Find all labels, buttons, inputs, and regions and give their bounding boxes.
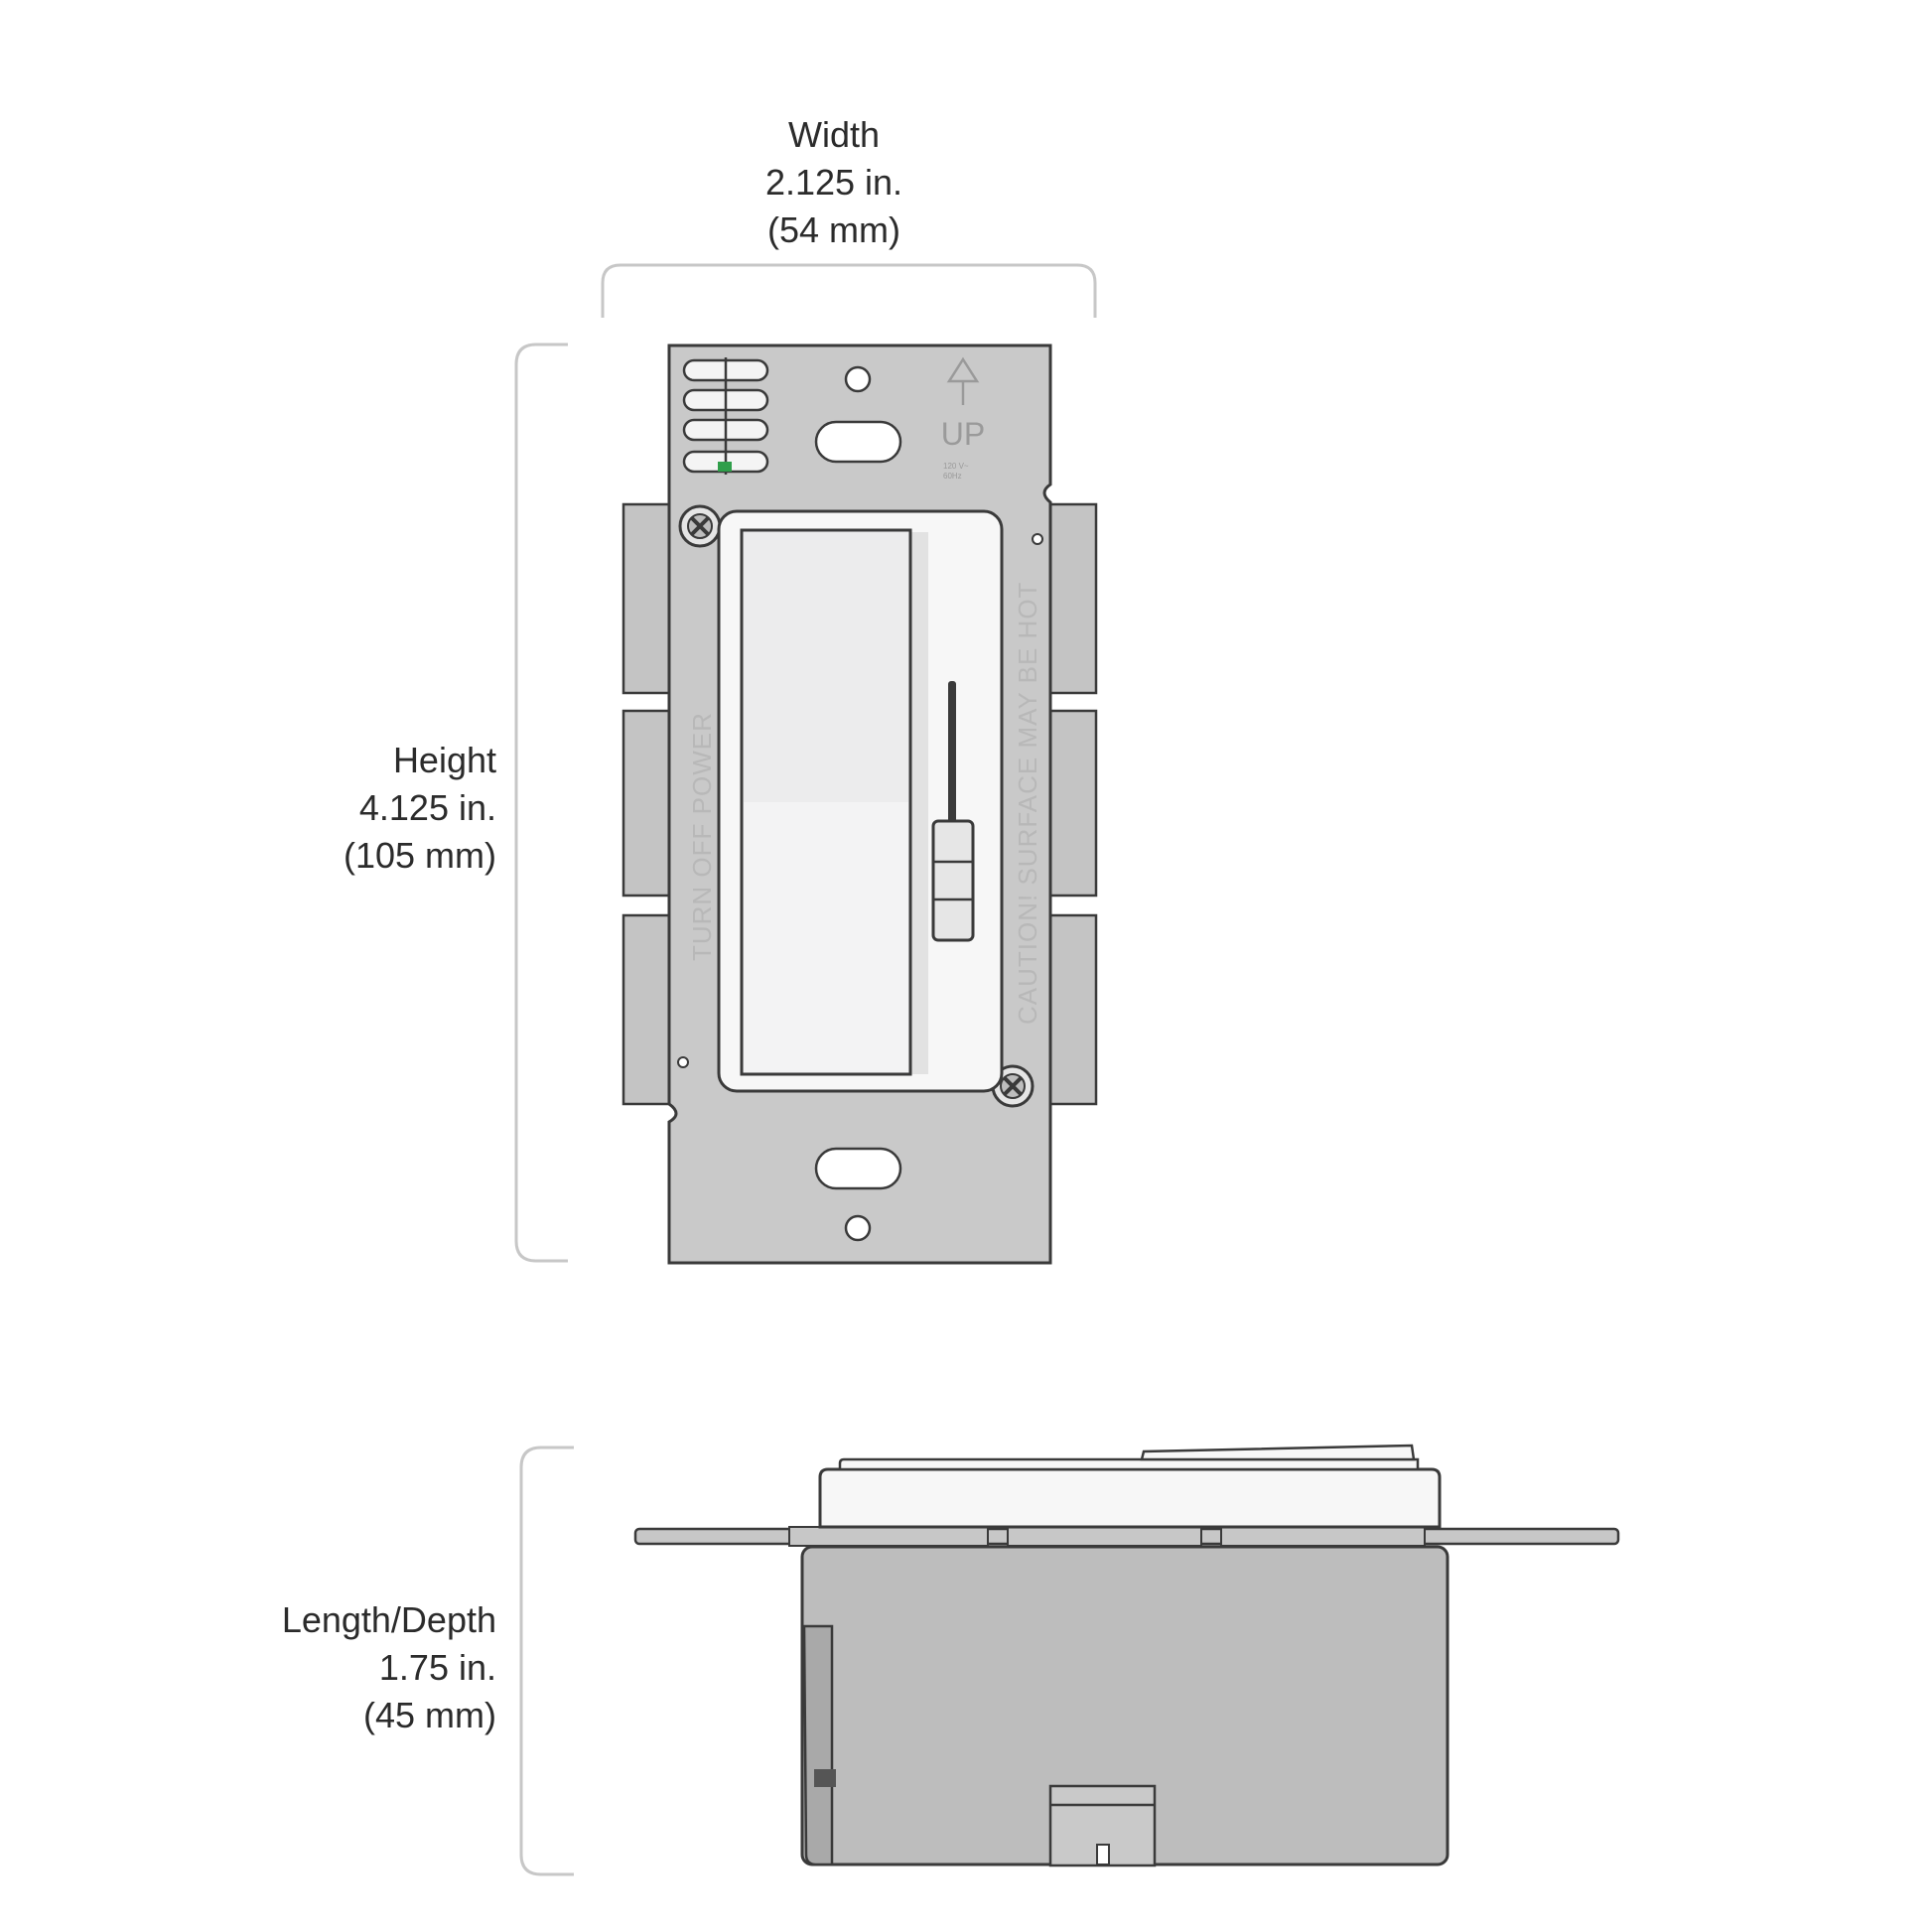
height-bracket xyxy=(514,343,568,1263)
side-slider xyxy=(1140,1444,1416,1461)
depth-imperial: 1.75 in. xyxy=(378,1647,496,1688)
height-metric: (105 mm) xyxy=(343,835,496,876)
top-screw-hole xyxy=(844,365,872,393)
terminal-block xyxy=(1048,1784,1157,1867)
width-title: Width xyxy=(787,114,881,155)
top-mounting-slot xyxy=(814,420,902,464)
rating-marking-2: 60Hz xyxy=(943,472,962,481)
up-marking: UP xyxy=(941,416,985,452)
top-left-screw-icon xyxy=(678,504,722,548)
side-clip-tab xyxy=(814,1769,836,1787)
paddle-lower-half xyxy=(744,802,908,1072)
front-view: UP 120 V~ 60Hz TURN OFF POWER CAUTION! S… xyxy=(621,344,1098,1265)
right-vertical-marking: CAUTION! SURFACE MAY BE HOT xyxy=(1013,582,1042,1025)
side-face xyxy=(818,1467,1442,1529)
depth-dimension-label: Length/Depth 1.75 in. (45 mm) xyxy=(149,1596,496,1739)
bottom-screw-hole xyxy=(844,1214,872,1242)
width-metric: (54 mm) xyxy=(767,209,900,250)
width-bracket xyxy=(601,263,1097,318)
indicator-light xyxy=(718,462,732,472)
slider-track xyxy=(948,681,956,830)
depth-title: Length/Depth xyxy=(281,1599,496,1640)
left-vertical-marking: TURN OFF POWER xyxy=(687,712,717,961)
width-dimension-label: Width 2.125 in. (54 mm) xyxy=(685,111,983,254)
side-clip xyxy=(802,1624,834,1866)
height-title: Height xyxy=(392,740,496,780)
rivet-right xyxy=(1032,533,1043,545)
depth-metric: (45 mm) xyxy=(363,1695,496,1735)
height-dimension-label: Height 4.125 in. (105 mm) xyxy=(199,737,496,880)
side-view xyxy=(633,1444,1620,1867)
side-paddle xyxy=(838,1457,1420,1471)
rating-marking-1: 120 V~ xyxy=(943,462,969,471)
dimmer-slider[interactable] xyxy=(931,819,975,942)
flange-tabs xyxy=(788,1526,1426,1547)
bottom-mounting-slot xyxy=(814,1147,902,1190)
up-arrow-icon xyxy=(946,356,980,405)
depth-bracket xyxy=(519,1446,574,1876)
height-imperial: 4.125 in. xyxy=(358,787,496,828)
rivet-left xyxy=(677,1056,689,1068)
face-shadow xyxy=(911,532,928,1074)
width-imperial: 2.125 in. xyxy=(764,162,903,203)
right-mounting-ears xyxy=(1048,502,1098,1106)
left-mounting-ears xyxy=(621,502,671,1106)
